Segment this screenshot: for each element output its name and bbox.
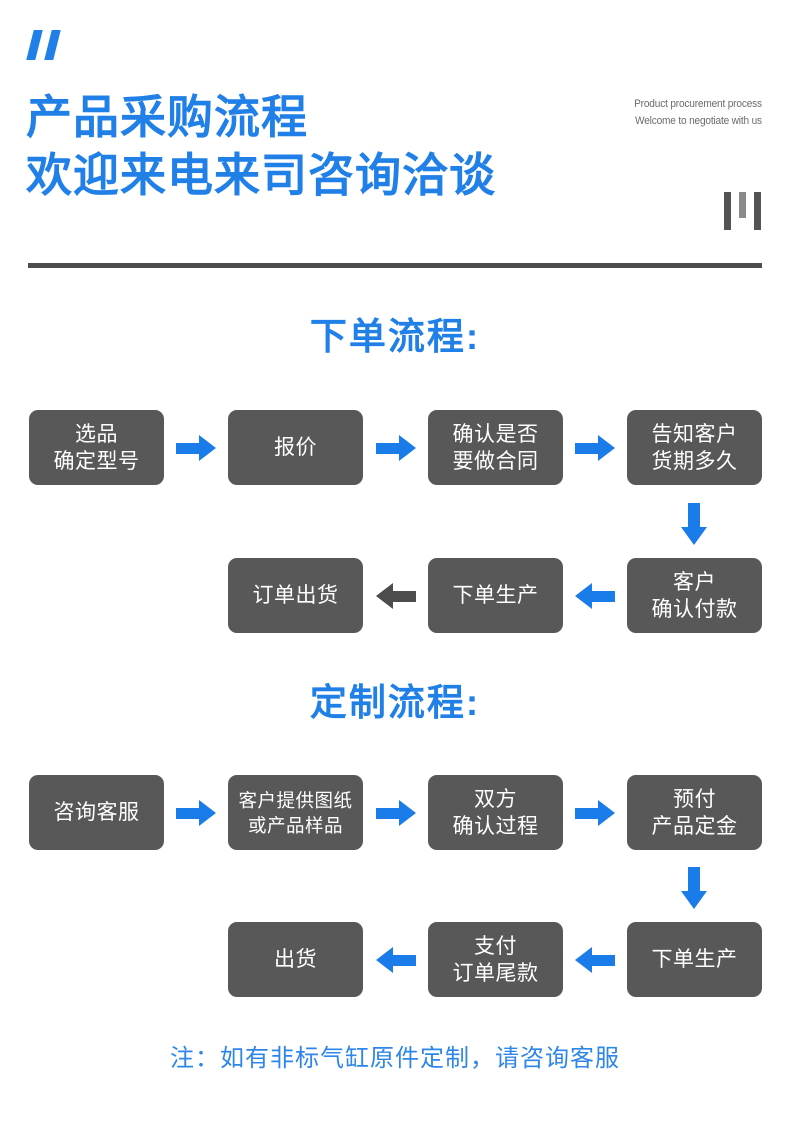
order-step-3-line-1: 确认是否 [452,422,539,446]
order-flow-heading: 下单流程: [309,316,481,357]
arrow-left-custom-2 [376,947,416,973]
order-step-7-line-1: 订单出货 [252,584,339,607]
order-step-7: 订单出货 [228,558,363,633]
custom-step-5: 下单生产 [627,922,762,997]
order-step-2: 报价 [228,410,363,485]
english-subtitle: Product procurement process Welcome to n… [623,96,762,130]
order-step-5-line-2: 确认付款 [651,597,738,621]
custom-step-4-line-1: 预付 [673,787,716,811]
custom-step-7: 出货 [228,922,363,997]
order-step-4: 告知客户 货期多久 [627,410,762,485]
arrow-left-order-1 [575,583,615,609]
title-line-2: 欢迎来电来司咨询洽谈 [26,149,496,201]
arrow-right-custom-1 [176,800,216,826]
arrow-left-custom-1 [575,947,615,973]
footer-note: 注：如有非标气缸原件定制，请咨询客服 [170,1045,620,1072]
arrow-right-custom-3 [575,800,615,826]
order-step-4-line-1: 告知客户 [651,422,738,446]
custom-step-4-line-2: 产品定金 [651,814,738,838]
custom-step-4: 预付 产品定金 [627,775,762,850]
order-step-3-line-2: 要做合同 [452,449,539,473]
order-step-1: 选品 确定型号 [29,410,164,485]
custom-step-1: 咨询客服 [29,775,164,850]
arrow-right-order-1 [176,435,216,461]
page-title: 产品采购流程 欢迎来电来司咨询洽谈 [26,88,496,204]
arrow-right-order-2 [376,435,416,461]
order-step-3: 确认是否 要做合同 [428,410,563,485]
custom-flow-heading: 定制流程: [309,682,481,723]
arrow-right-order-3 [575,435,615,461]
vertical-bars-icon [724,192,762,230]
order-step-5-line-1: 客户 [673,570,716,594]
arrow-right-custom-2 [376,800,416,826]
custom-step-3: 双方 确认过程 [428,775,563,850]
custom-step-1-line-1: 咨询客服 [53,801,140,824]
order-step-5: 客户 确认付款 [627,558,762,633]
english-line-2: Welcome to negotiate with us [635,115,762,127]
order-step-2-line-1: 报价 [274,436,317,459]
english-line-1: Product procurement process [634,98,762,110]
page-header: 产品采购流程 欢迎来电来司咨询洽谈 Product procurement pr… [0,0,790,275]
custom-step-2: 客户提供图纸 或产品样品 [228,775,363,850]
arrow-down-order [681,503,707,545]
title-line-1: 产品采购流程 [26,91,308,143]
quote-mark-icon [26,30,72,64]
order-step-6: 下单生产 [428,558,563,633]
custom-step-2-line-2: 或产品样品 [247,814,343,836]
custom-step-7-line-1: 出货 [274,948,317,971]
order-step-1-line-2: 确定型号 [53,449,140,473]
custom-step-6: 支付 订单尾款 [428,922,563,997]
arrow-left-order-2 [376,583,416,609]
custom-step-2-line-1: 客户提供图纸 [238,789,353,811]
custom-step-6-line-2: 订单尾款 [452,961,539,985]
header-divider [28,263,762,268]
order-step-6-line-1: 下单生产 [452,584,539,607]
custom-step-3-line-2: 确认过程 [452,814,539,838]
custom-step-3-line-1: 双方 [474,787,517,811]
custom-step-6-line-1: 支付 [474,934,517,958]
order-step-1-line-1: 选品 [75,422,118,446]
custom-step-5-line-1: 下单生产 [651,948,738,971]
order-step-4-line-2: 货期多久 [651,449,738,473]
arrow-down-custom [681,867,707,909]
